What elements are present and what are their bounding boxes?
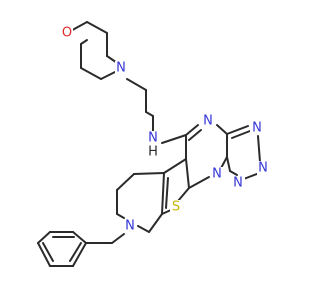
bond xyxy=(216,124,228,135)
bond xyxy=(188,129,202,141)
molecule-structure-drawing: O N N H N N N xyxy=(37,21,270,267)
bond xyxy=(137,225,150,233)
tetrazole-n2-label: N xyxy=(257,161,270,176)
thiophene-sulfur-label: S xyxy=(170,200,183,215)
amine-nitrogen-label: N xyxy=(146,131,159,146)
bond xyxy=(231,130,251,139)
bond xyxy=(226,125,249,135)
bond xyxy=(116,213,125,219)
nitrogen-atom-label: N xyxy=(116,61,126,76)
bond xyxy=(133,172,165,175)
bond xyxy=(72,242,87,267)
bond xyxy=(161,172,165,215)
sulfur-atom-label: S xyxy=(172,200,180,215)
nitrogen-atom-label: N xyxy=(258,161,268,176)
oxygen-atom-label: O xyxy=(62,26,72,41)
bond xyxy=(42,242,54,262)
bond xyxy=(188,176,210,189)
morpholine-oxygen-label: O xyxy=(61,26,73,41)
nitrogen-atom-label: N xyxy=(148,131,158,146)
tetrazole-n1-label: N xyxy=(250,121,263,136)
tetrazole-n3-label: N xyxy=(232,176,245,191)
nitrogen-atom-label: N xyxy=(125,219,135,234)
bond-layer xyxy=(37,21,263,267)
bond xyxy=(116,173,135,191)
bond xyxy=(257,135,261,163)
bond xyxy=(126,78,147,91)
molecule-canvas: O N N H N N N xyxy=(37,21,270,267)
bond xyxy=(185,124,199,136)
tetrazole-n4-label: N xyxy=(211,167,224,182)
bond xyxy=(229,170,238,176)
piperidine-nitrogen-label: N xyxy=(124,219,137,234)
bond xyxy=(145,111,154,117)
bond xyxy=(161,134,187,144)
bond xyxy=(37,242,51,267)
bond xyxy=(111,233,125,244)
bond xyxy=(226,156,231,172)
bond xyxy=(80,39,88,45)
bond xyxy=(161,209,172,215)
bond xyxy=(80,67,102,80)
pyrimidine-nitrogen-label: N xyxy=(201,114,214,129)
bond xyxy=(185,158,190,189)
bond xyxy=(86,21,108,34)
nitrogen-atom-label: N xyxy=(252,121,262,136)
bond xyxy=(165,177,169,209)
bond xyxy=(163,158,187,174)
bond xyxy=(100,71,116,80)
morpholine-nitrogen-label: N xyxy=(115,61,128,76)
bond xyxy=(37,231,51,244)
bond xyxy=(148,213,163,233)
amine-hydrogen-label: H xyxy=(146,145,159,160)
atom-label-layer: O N N H N N N xyxy=(61,26,270,234)
nitrogen-atom-label: N xyxy=(233,176,243,191)
nitrogen-atom-label: N xyxy=(203,114,213,129)
hydrogen-atom-label: H xyxy=(148,145,158,160)
bond xyxy=(177,187,190,202)
bond xyxy=(72,231,87,244)
bond xyxy=(69,242,82,262)
nitrogen-atom-label: N xyxy=(212,167,222,182)
